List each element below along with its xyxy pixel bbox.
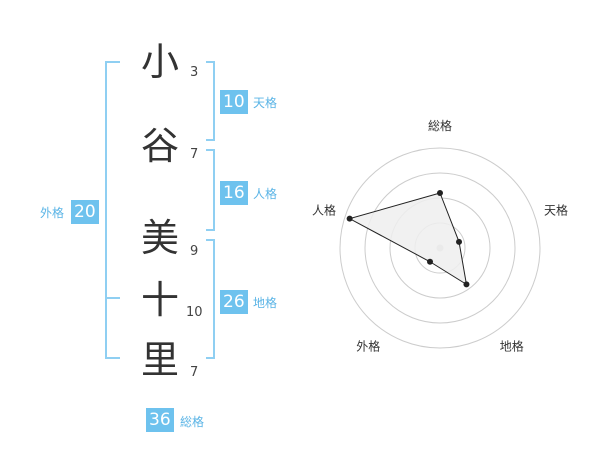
radar-point-1 <box>456 238 463 245</box>
soukaku-label: 総格 <box>180 415 205 429</box>
chikaku-label: 地格 <box>253 296 278 310</box>
stroke-count-1: 3 <box>190 65 199 80</box>
name-char-3: 美 <box>140 216 179 260</box>
name-char-5: 里 <box>140 338 179 382</box>
radar-area <box>348 192 468 286</box>
radar-point-4 <box>346 215 353 222</box>
gaikaku-label: 外格 <box>40 206 65 220</box>
radar-point-3 <box>427 258 434 265</box>
tenkaku-bracket <box>206 61 215 141</box>
chikaku-score: 26 <box>220 290 248 314</box>
name-char-1: 小 <box>140 40 179 84</box>
radar-ring-3 <box>364 172 516 324</box>
radar-axis-label-2: 地格 <box>500 339 524 354</box>
soukaku-score: 36 <box>146 408 174 432</box>
radar-axis-label-0: 総格 <box>428 118 452 133</box>
gaikaku-bracket <box>105 61 120 359</box>
jinkaku-score: 16 <box>220 181 248 205</box>
tenkaku-score: 10 <box>220 90 248 114</box>
jinkaku-bracket <box>206 149 215 231</box>
chikaku-bracket <box>206 239 215 359</box>
radar-ring-4 <box>339 147 541 349</box>
stroke-count-2: 7 <box>190 147 199 162</box>
jinkaku-label: 人格 <box>253 187 278 201</box>
stroke-count-3: 9 <box>190 244 199 259</box>
stroke-count-5: 7 <box>190 365 199 380</box>
radar-point-2 <box>463 281 470 288</box>
stroke-count-4: 10 <box>186 305 203 320</box>
radar-point-0 <box>437 190 443 196</box>
grouping-brackets <box>105 61 215 359</box>
radar-axis-label-1: 天格 <box>544 202 568 217</box>
radar-axis-label-4: 人格 <box>312 202 336 217</box>
name-char-2: 谷 <box>140 124 179 168</box>
name-char-4: 十 <box>140 278 179 322</box>
gaikaku-score: 20 <box>71 200 99 224</box>
radar-axis-label-3: 外格 <box>356 339 380 354</box>
tenkaku-label: 天格 <box>253 96 278 110</box>
